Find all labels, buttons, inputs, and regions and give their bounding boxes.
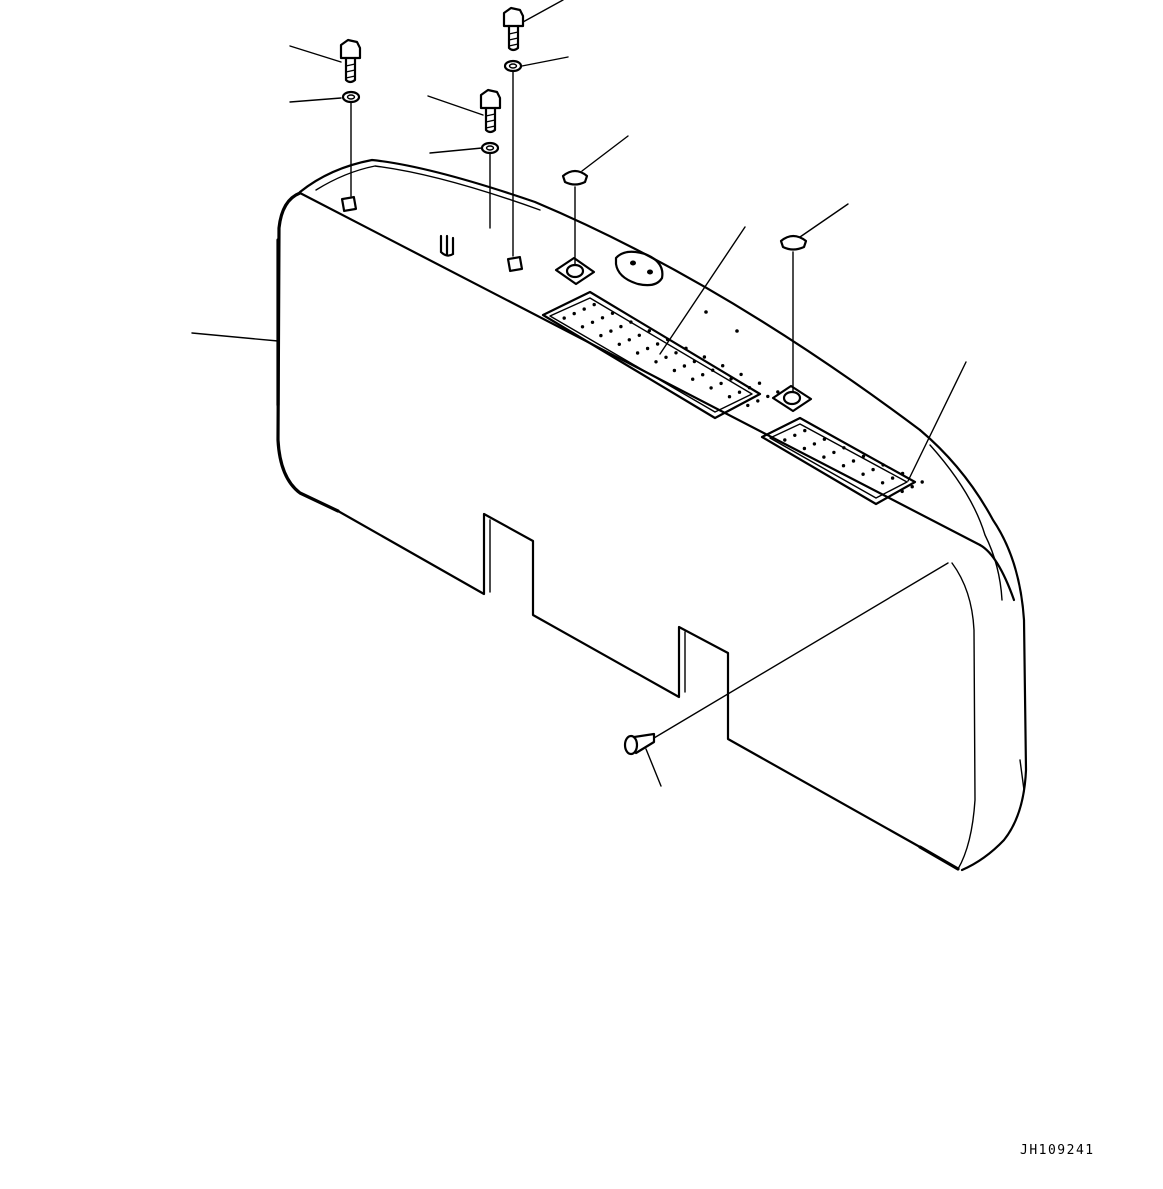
- antislip-plate-2: [760, 416, 917, 506]
- plate-dot: [719, 381, 723, 386]
- plate-dot: [842, 446, 846, 450]
- plate-dot: [756, 399, 760, 403]
- plate-dot: [572, 311, 576, 316]
- plate-dot: [674, 351, 678, 355]
- plate-dot: [881, 463, 885, 467]
- plug-hole-2: [771, 384, 813, 413]
- plate-dot: [691, 377, 695, 381]
- plate-dot: [783, 438, 787, 442]
- plate-dot: [599, 333, 603, 338]
- plate-dot: [920, 480, 924, 484]
- drawing-code: JH109241: [1020, 1143, 1095, 1158]
- plate-dot: [900, 471, 905, 476]
- washer-middle: [480, 141, 500, 155]
- plate-dot: [610, 311, 615, 315]
- plate-dot: [747, 386, 752, 390]
- plate-dot: [861, 454, 866, 458]
- plate-dot: [729, 377, 733, 381]
- plate-2-dots: [783, 428, 924, 494]
- top-details: [340, 195, 924, 506]
- plate-dot: [600, 316, 605, 320]
- plate-dot: [727, 395, 732, 399]
- plate-dot: [672, 368, 677, 373]
- plate-dot: [654, 360, 658, 364]
- plate-dot: [776, 390, 780, 394]
- plate-dot: [832, 450, 836, 455]
- plate-dot: [655, 342, 660, 346]
- washer-left: [341, 90, 361, 104]
- plate-dot: [737, 390, 742, 394]
- plate-dot: [890, 476, 895, 480]
- plate-dot: [635, 351, 640, 355]
- plate-dot: [851, 459, 856, 463]
- bolt-middle: [479, 88, 502, 134]
- plate-dot: [582, 307, 586, 311]
- plate-dot: [793, 433, 797, 437]
- plate-dot: [802, 446, 807, 451]
- plate-dot: [629, 320, 633, 324]
- plate-dot: [647, 329, 651, 333]
- plate-dot: [682, 364, 687, 368]
- plate-dot: [592, 302, 596, 307]
- plate-dot: [562, 316, 566, 320]
- plate-dot: [900, 489, 904, 494]
- plate-dot: [803, 428, 807, 433]
- plate-dot: [739, 372, 743, 377]
- plate-dot: [580, 325, 585, 329]
- plate-dot: [910, 485, 914, 489]
- plate-dot: [627, 338, 631, 342]
- plate-dot: [721, 364, 725, 368]
- plate-dot: [692, 359, 697, 364]
- plate-dot: [757, 381, 762, 385]
- plate-dot: [590, 320, 595, 324]
- antislip-plate-1: [541, 290, 762, 420]
- plate-dot: [871, 467, 875, 472]
- plug-cap-2: [779, 234, 808, 251]
- plate-dot: [841, 464, 846, 468]
- plate-dot: [711, 368, 715, 372]
- plug-hole-1: [554, 256, 596, 286]
- plate-dot: [746, 403, 750, 408]
- plate-dot: [702, 355, 707, 359]
- plate-dot: [822, 455, 826, 459]
- fasteners: [339, 6, 808, 756]
- plate-dot: [709, 386, 713, 390]
- plate-1-dots: [562, 302, 780, 408]
- plate-dot: [619, 324, 623, 329]
- plate-dot: [664, 355, 668, 359]
- plate-dot: [684, 346, 688, 350]
- plug-cap-1: [561, 169, 589, 186]
- plate-dot: [637, 333, 641, 337]
- plate-dot: [861, 472, 865, 476]
- plate-dot: [812, 442, 817, 446]
- plate-dot: [645, 346, 650, 351]
- bolt-left: [339, 38, 362, 84]
- lift-mark-icon: [439, 234, 455, 257]
- nut-center: [506, 255, 524, 273]
- bolt-top: [502, 6, 525, 52]
- assembly-lines: [350, 71, 949, 739]
- plate-dot: [617, 342, 621, 346]
- oval-boss: [614, 250, 664, 287]
- plate-dot: [822, 437, 827, 441]
- counterweight-body: [276, 158, 1028, 872]
- plate-dot: [766, 394, 770, 399]
- plate-dot: [701, 373, 705, 377]
- nut-left: [340, 195, 358, 213]
- plate-dot: [609, 329, 613, 333]
- rivet-bottom: [623, 732, 656, 756]
- plate-dot: [880, 481, 885, 485]
- washer-top: [503, 59, 523, 73]
- leader-lines: [191, 0, 967, 787]
